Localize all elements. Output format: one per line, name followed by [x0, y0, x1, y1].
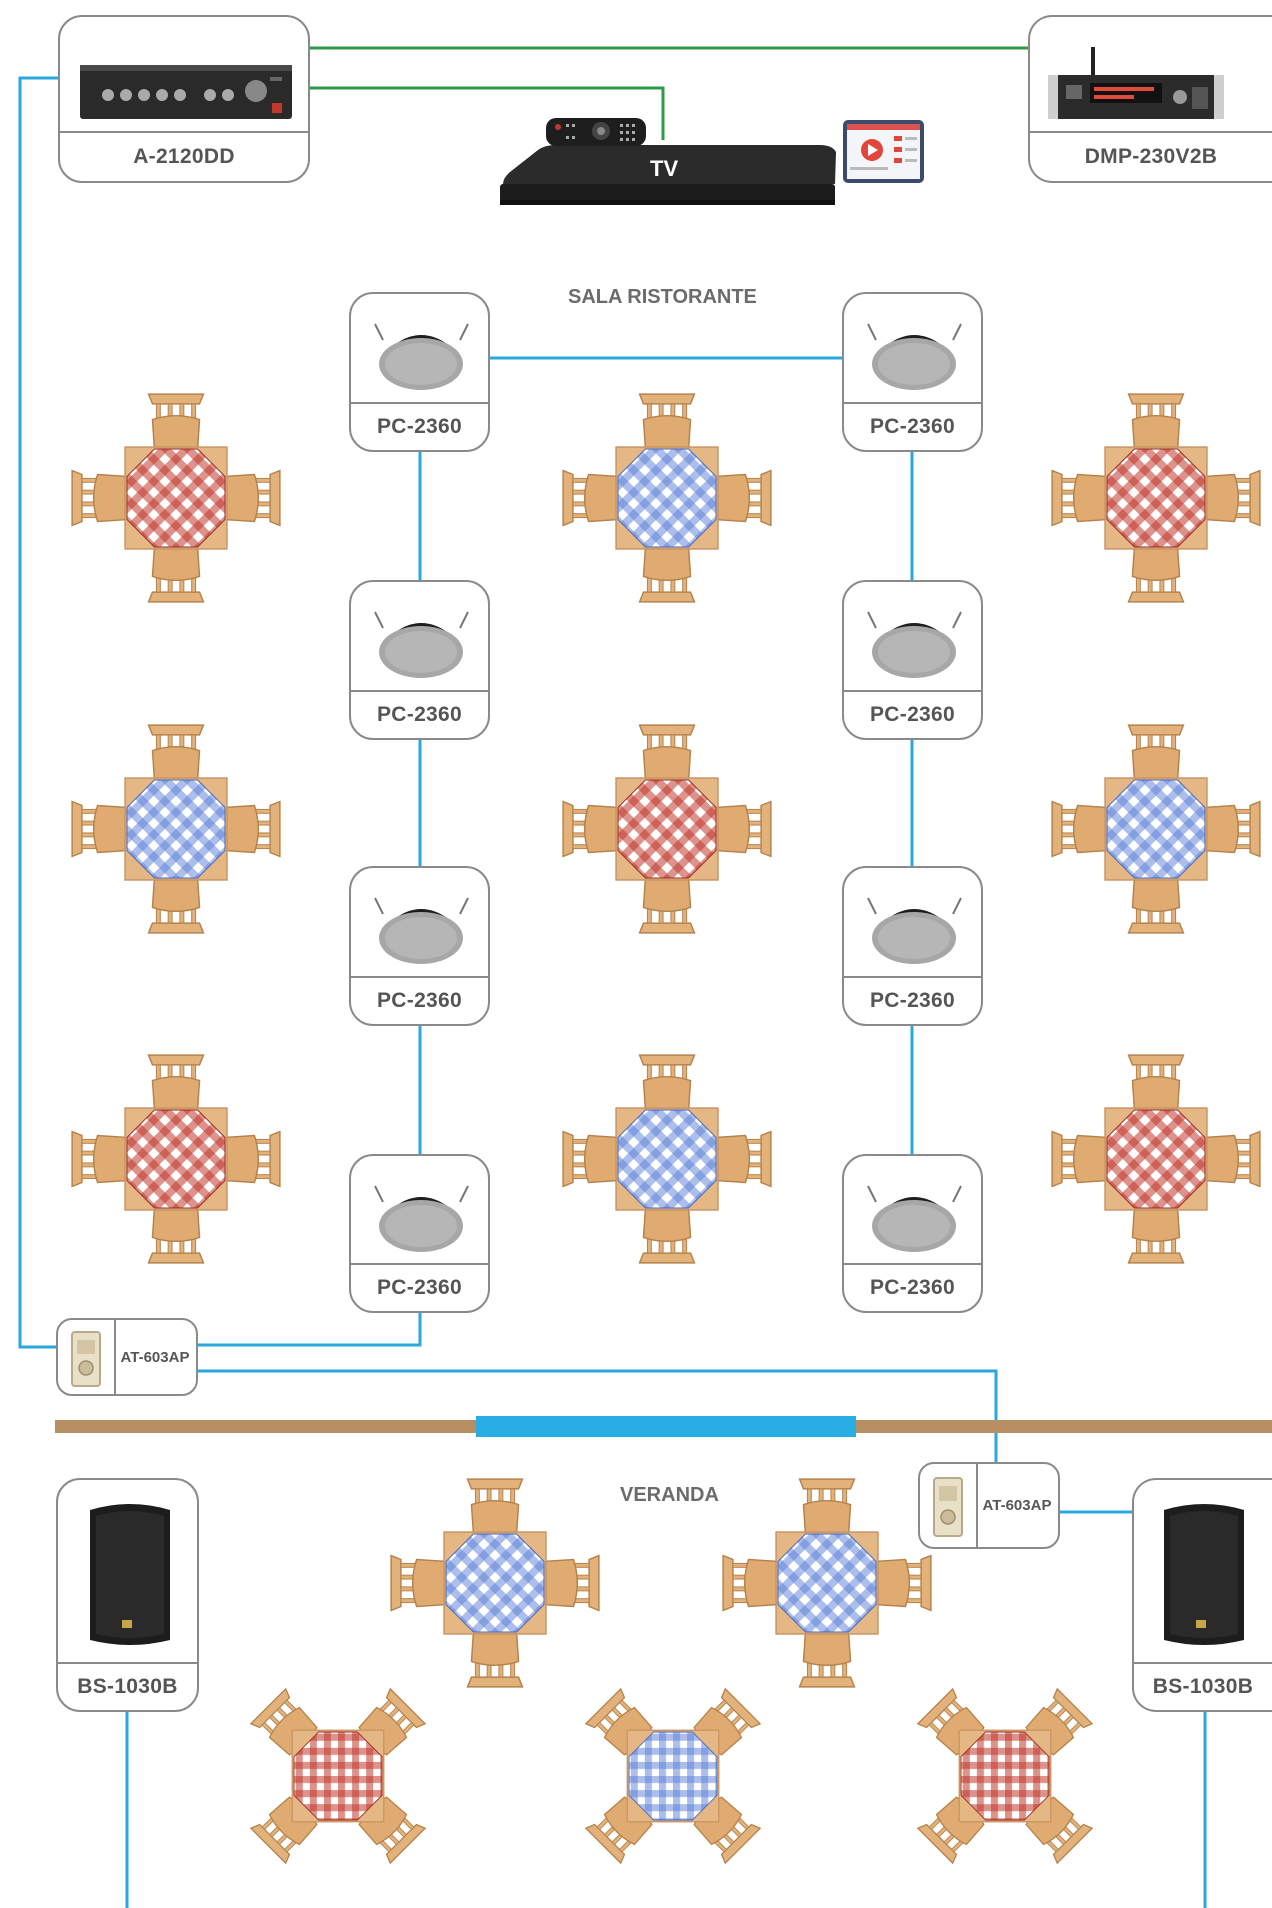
attenuator-box[interactable]: AT-603AP	[918, 1462, 1060, 1549]
table	[586, 1689, 760, 1863]
wall-speaker-icon	[1134, 1480, 1272, 1666]
amplifier-box[interactable]: A-2120DD	[58, 15, 310, 183]
area-title-veranda: VERANDA	[620, 1484, 719, 1506]
table	[72, 1055, 280, 1263]
ceiling-speaker-icon	[351, 868, 488, 980]
ceiling-speaker-icon	[844, 1156, 981, 1268]
wall-speaker-label: BS-1030B	[1134, 1662, 1272, 1710]
table	[251, 1689, 425, 1863]
ceiling-speaker-icon	[844, 582, 981, 694]
table	[1052, 394, 1260, 602]
ceiling-speaker-icon	[844, 294, 981, 406]
ceiling-speaker-box[interactable]: PC-2360	[349, 292, 490, 452]
wall-speaker-label: BS-1030B	[58, 1662, 197, 1710]
attenuator-box[interactable]: AT-603AP	[56, 1318, 198, 1396]
audio-connections	[310, 46, 1028, 140]
media-player-label: DMP-230V2B	[1030, 131, 1272, 181]
remote-control-icon	[546, 118, 646, 146]
media-player-box[interactable]: DMP-230V2B	[1028, 15, 1272, 183]
table	[72, 725, 280, 933]
attenuator-label: AT-603AP	[982, 1497, 1052, 1514]
attenuator-icon	[920, 1464, 978, 1547]
ceiling-speaker-box[interactable]: PC-2360	[349, 866, 490, 1026]
ceiling-speaker-label: PC-2360	[844, 690, 981, 738]
ceiling-speaker-label: PC-2360	[844, 402, 981, 450]
table	[563, 1055, 771, 1263]
ceiling-speaker-label: PC-2360	[351, 402, 488, 450]
ceiling-speaker-icon	[351, 582, 488, 694]
tv-icon	[500, 145, 836, 205]
ceiling-speaker-box[interactable]: PC-2360	[842, 292, 983, 452]
ceiling-speaker-label: PC-2360	[351, 690, 488, 738]
ceiling-speaker-label: PC-2360	[844, 976, 981, 1024]
table	[918, 1689, 1092, 1863]
amplifier-label: A-2120DD	[60, 131, 308, 181]
ceiling-speaker-icon	[351, 294, 488, 406]
amplifier-icon	[60, 17, 308, 135]
ceiling-speaker-label: PC-2360	[844, 1263, 981, 1311]
ceiling-speaker-label: PC-2360	[351, 1263, 488, 1311]
speaker-wiring	[18, 76, 1207, 1908]
wall-divider	[55, 1416, 1272, 1437]
ceiling-speaker-label: PC-2360	[351, 976, 488, 1024]
table	[563, 394, 771, 602]
ceiling-speaker-icon	[351, 1156, 488, 1268]
ceiling-speaker-box[interactable]: PC-2360	[349, 1154, 490, 1313]
media-player-icon	[1030, 17, 1272, 135]
table	[1052, 725, 1260, 933]
attenuator-icon	[58, 1320, 116, 1394]
ceiling-speaker-box[interactable]: PC-2360	[842, 1154, 983, 1313]
wall-speaker-icon	[58, 1480, 197, 1666]
wall-speaker-box[interactable]: BS-1030B	[56, 1478, 199, 1712]
area-title-restaurant: SALA RISTORANTE	[568, 286, 757, 308]
table	[1052, 1055, 1260, 1263]
table	[563, 725, 771, 933]
ceiling-speaker-icon	[844, 868, 981, 980]
table	[72, 394, 280, 602]
tablet-icon	[843, 120, 924, 183]
wall-speaker-box[interactable]: BS-1030B	[1132, 1478, 1272, 1712]
ceiling-speaker-box[interactable]: PC-2360	[842, 580, 983, 740]
restaurant-tables	[72, 394, 1260, 1263]
ceiling-speaker-box[interactable]: PC-2360	[349, 580, 490, 740]
table	[391, 1479, 599, 1687]
table	[723, 1479, 931, 1687]
ceiling-speaker-box[interactable]: PC-2360	[842, 866, 983, 1026]
tv-label: TV	[650, 156, 679, 181]
attenuator-label: AT-603AP	[120, 1348, 190, 1366]
